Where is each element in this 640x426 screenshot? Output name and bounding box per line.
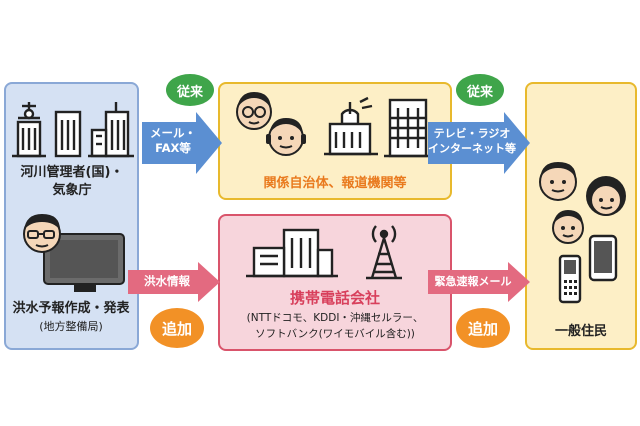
carrier-label: 携帯電話会社 xyxy=(289,289,380,307)
flood-info-label: 洪水情報 xyxy=(144,274,190,288)
residents-faces-icon xyxy=(539,162,626,244)
mail-fax-arrow xyxy=(142,112,222,174)
existing-badge-1: 従来 xyxy=(166,74,214,106)
flood-info-arrow xyxy=(128,262,220,302)
residents-label: 一般住民 xyxy=(554,324,607,339)
people-faces-icon xyxy=(236,92,306,156)
officer-icon xyxy=(23,214,61,253)
office-building-icon xyxy=(384,98,432,158)
tv-radio-label: テレビ・ラジオ インターネット等 xyxy=(428,127,516,155)
office-building-icon xyxy=(246,228,338,278)
existing-badge-2: 従来 xyxy=(456,74,504,106)
smartphone-icon xyxy=(588,234,618,282)
cell-tower-icon xyxy=(366,225,402,280)
mobile-phone-icon xyxy=(558,254,582,304)
emergency-mail-arrow xyxy=(428,262,530,302)
residents-box xyxy=(525,82,637,350)
carrier-sub-label: (NTTドコモ、KDDI・沖縄セルラー、 ソフトバンク(ワイモバイル含む)) xyxy=(246,312,424,340)
river-admin-label: 河川管理者(国)・ 気象庁 xyxy=(20,165,124,198)
mail-fax-label: メール・ FAX等 xyxy=(150,126,196,155)
added-badge-2: 追加 xyxy=(456,308,510,348)
government-buildings-icon xyxy=(12,102,134,158)
tv-radio-arrow xyxy=(428,112,530,174)
carrier-box xyxy=(218,214,452,351)
broadcast-station-icon xyxy=(324,96,378,156)
local-gov-label: 関係自治体、報道機関等 xyxy=(263,176,407,191)
added-badge-1: 追加 xyxy=(150,308,204,348)
emergency-mail-label: 緊急速報メール xyxy=(434,275,512,288)
computer-monitor-icon xyxy=(43,233,125,292)
forecaster-label: 洪水予報作成・発表 (地方整備局) xyxy=(12,301,130,333)
